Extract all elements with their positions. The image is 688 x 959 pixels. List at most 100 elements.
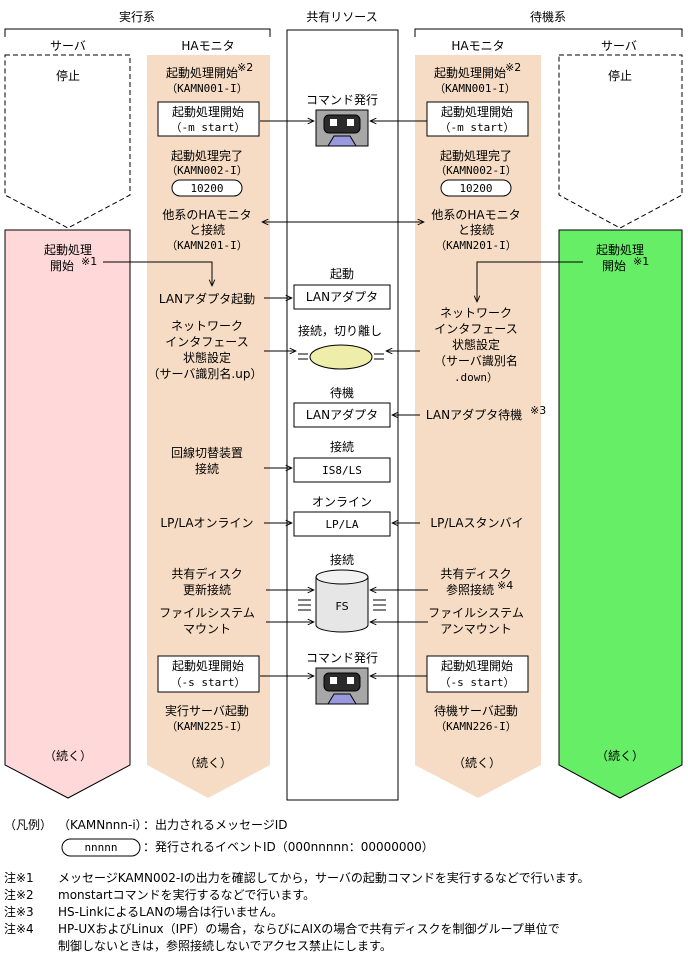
header-ha-right: HAモニタ xyxy=(451,39,504,53)
ha-left-disk-line1: 共有ディスク xyxy=(171,566,242,581)
ha-right-s1-line2: （KAMN001-I） xyxy=(434,82,516,95)
server-right-active-shape xyxy=(558,229,683,799)
header-brackets xyxy=(4,28,683,37)
ha-left-cont: （続く） xyxy=(184,756,232,770)
legend-event-badge xyxy=(61,838,141,857)
ha-right-net-line3: 状態設定 xyxy=(452,337,500,352)
server-right-start-line2: 開始 xyxy=(602,259,626,273)
note-4-text-cont: 制御しないときは，参照接続しないでアクセス禁止にします。 xyxy=(58,939,392,953)
note-2-mark: 注※2 xyxy=(4,888,34,902)
server-right-start-note: ※1 xyxy=(633,255,649,268)
shared-lan-box2-text: LANアダプタ xyxy=(306,407,378,422)
network-ticks xyxy=(298,353,384,360)
shared-isls-label: 接続 xyxy=(330,439,354,454)
ha-right-lan: LANアダプタ待機 xyxy=(426,407,522,422)
disk-ticks xyxy=(298,599,386,611)
ha-right-box1-line1: 起動処理開始 xyxy=(441,105,513,119)
ha-left-box2-line2: （-s start） xyxy=(171,676,246,689)
ha-left-box1-line1: 起動処理開始 xyxy=(172,105,244,119)
shared-lpla-box-text: LP/LA xyxy=(325,518,358,531)
ha-right-disk-note: ※4 xyxy=(497,579,513,592)
arrows xyxy=(103,121,583,676)
ha-left-s4-line2: （KAMN225-I） xyxy=(166,720,248,733)
ha-left-s1-note: ※2 xyxy=(237,61,253,74)
header-ha-left: HAモニタ xyxy=(181,39,234,53)
ha-right-lan-note: ※3 xyxy=(530,404,546,417)
ha-left-s3-line2: と接続 xyxy=(189,222,225,237)
ha-right-s1-line1: 起動処理開始 xyxy=(434,66,506,80)
shared-online-label: オンライン xyxy=(312,495,372,509)
ha-left-net-line4: （サーバ識別名.up） xyxy=(148,366,263,381)
ha-right-box1-line2: （-m start） xyxy=(440,121,515,134)
ha-left-lpla: LP/LAオンライン xyxy=(160,516,253,530)
command-icon-2 xyxy=(315,667,369,705)
ha-right-event-badge xyxy=(440,179,512,197)
ha-right-net-line2: インタフェース xyxy=(434,322,517,336)
server-left-status: 停止 xyxy=(56,68,80,83)
note-2-text: monstartコマンドを実行するなどで行います。 xyxy=(58,888,316,902)
ha-left-fs-line1: ファイルシステム xyxy=(159,606,255,620)
shared-lan-box2 xyxy=(293,402,391,428)
ha-left-event1: 10200 xyxy=(190,182,223,195)
header-server-left: サーバ xyxy=(50,39,86,53)
server-right-start-line1: 起動処理 xyxy=(596,243,644,257)
shared-lan-start-label: 起動 xyxy=(330,267,354,281)
ha-left-s1-line1: 起動処理開始 xyxy=(166,66,238,80)
note-1-text: メッセージKAMN002-Iの出力を確認してから，サーバの起動コマンドを実行する… xyxy=(58,871,590,885)
shared-cmd2-label: コマンド発行 xyxy=(306,651,378,665)
ha-right-net-line1: ネットワーク xyxy=(440,306,512,320)
note-1-mark: 注※1 xyxy=(4,871,34,885)
ha-left-column xyxy=(147,55,270,798)
ha-left-line-line2: 接続 xyxy=(195,461,219,476)
ha-left-line-line1: 回線切替装置 xyxy=(171,445,243,460)
server-right-status: 停止 xyxy=(608,68,632,83)
shared-connect-label: 接続，切り離し xyxy=(298,323,382,338)
ha-left-s3-line3: （KAMN201-I） xyxy=(166,239,248,252)
shared-lan-box xyxy=(293,284,391,310)
ha-right-start-box2 xyxy=(426,655,529,693)
ha-right-s2-line2: （KAMN002-I） xyxy=(435,164,517,177)
note-4-mark: 注※4 xyxy=(4,922,34,936)
network-ellipse xyxy=(309,344,373,370)
ha-right-fs-line1: ファイルシステム xyxy=(428,606,524,620)
legend-msg-desc: ：出力されるメッセージID xyxy=(143,818,288,832)
note-4-text: HP-UXおよびLinux（IPF）の場合，ならびにAIXの場合で共有ディスクを… xyxy=(58,922,560,936)
ha-right-s3-line1: 他系のHAモニタ xyxy=(431,208,520,222)
ha-right-start-box1 xyxy=(426,101,529,137)
server-left-start-line2-text: 開始 xyxy=(50,259,74,273)
ha-right-net-line5: .down） xyxy=(454,371,498,384)
ha-right-box2-line1: 起動処理開始 xyxy=(441,659,513,673)
shared-disk-label: 接続 xyxy=(330,552,354,567)
ha-left-s2-line2: （KAMN002-I） xyxy=(166,164,248,177)
header-shared: 共有リソース xyxy=(306,10,377,24)
note-3-text: HS-LinkによるLANの場合は行いません。 xyxy=(58,905,283,919)
ha-left-net-line1: ネットワーク xyxy=(171,319,243,333)
note-3-mark: 注※3 xyxy=(4,905,34,919)
shared-isls-box-text: IS8/LS xyxy=(322,464,362,477)
server-right-stopped-shape xyxy=(558,54,683,229)
ha-right-fs-line2: アンマウント xyxy=(440,622,512,636)
header-standby: 待機系 xyxy=(530,9,566,24)
ha-right-net-line4: （サーバ識別名 xyxy=(434,353,518,368)
legend-msg-sample: （KAMNnnn-i） xyxy=(58,818,148,832)
server-left-stopped-shape xyxy=(4,54,131,229)
shared-disk-cylinder xyxy=(315,569,369,633)
ha-right-s3-line2: と接続 xyxy=(458,222,494,237)
legend-event-desc: ：発行されるイベントID（000nnnnn：00000000） xyxy=(143,840,434,854)
shared-standby-label: 待機 xyxy=(330,385,354,400)
legend-title: （凡例） xyxy=(4,818,53,832)
header-server-right: サーバ xyxy=(601,39,637,53)
server-left-cont: （続く） xyxy=(44,749,92,763)
ha-right-disk-line2: 参照接続 xyxy=(446,582,494,597)
ha-left-start-box2 xyxy=(157,655,260,693)
shared-isls-box xyxy=(293,457,391,483)
ha-right-s4-line1: 待機サーバ起動 xyxy=(434,703,518,718)
shared-lpla-box xyxy=(293,511,391,537)
server-left-start-line2: 開始 xyxy=(50,259,74,273)
ha-left-s4-line1: 実行サーバ起動 xyxy=(165,703,249,718)
ha-left-box2-line1: 起動処理開始 xyxy=(172,659,244,673)
shared-fs-text: FS xyxy=(335,600,348,613)
ha-right-box2-line2: （-s start） xyxy=(440,676,515,689)
server-left-active-shape xyxy=(4,229,131,799)
ha-left-s1-line2: （KAMN001-I） xyxy=(166,82,248,95)
